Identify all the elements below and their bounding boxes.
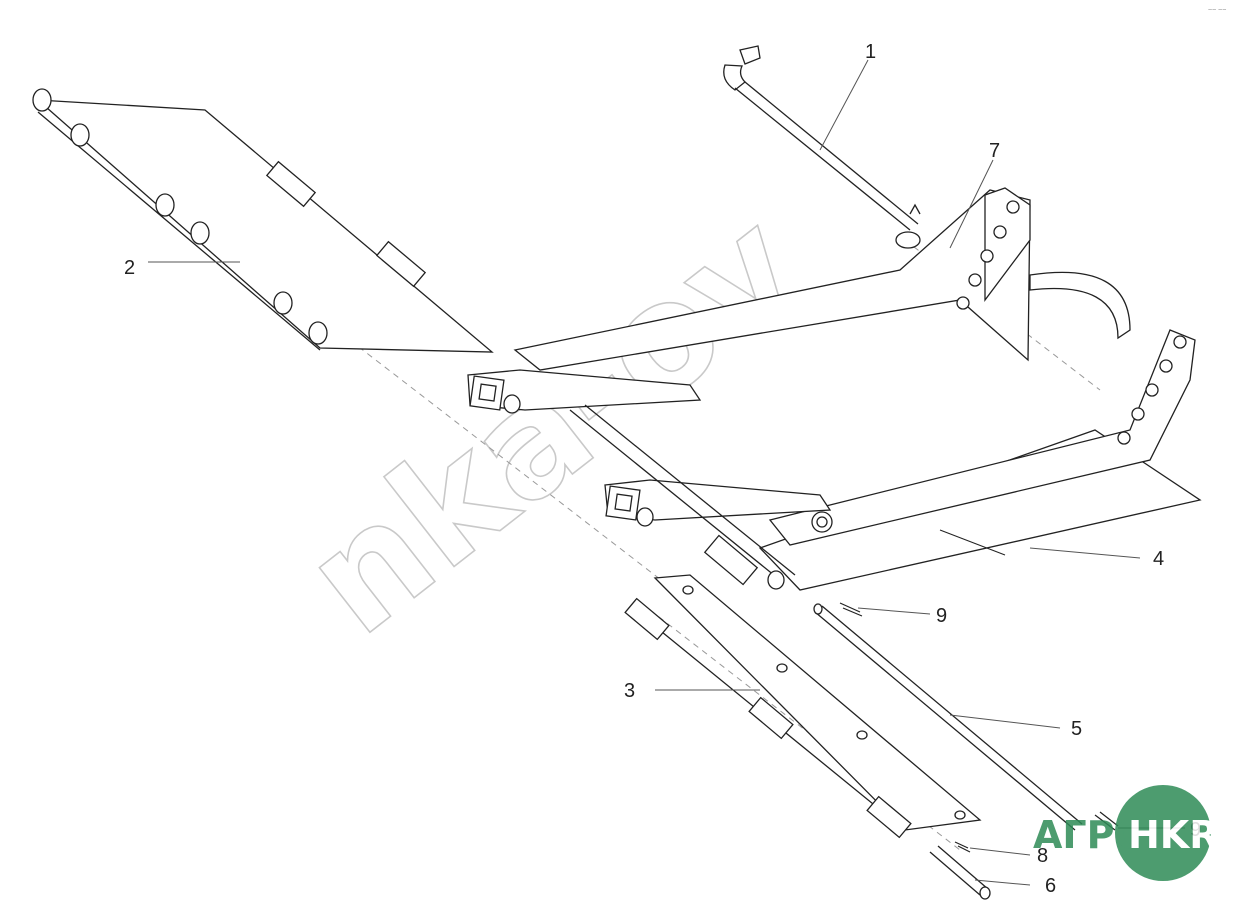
part-2-bushings — [32, 88, 427, 345]
label-part-6: 6 — [1045, 875, 1056, 897]
label-part-7: 7 — [989, 140, 1000, 162]
logo-text-left: АГРО — [1033, 813, 1147, 857]
cotter-pins — [839, 602, 1119, 853]
label-part-3: 3 — [624, 680, 635, 702]
part-8-cotter — [954, 841, 971, 853]
label-part-1: 1 — [865, 41, 876, 63]
leader-lines — [148, 59, 1185, 886]
part-2-guard-plate — [32, 88, 494, 353]
label-part-2: 2 — [124, 257, 135, 279]
corner-mark: ~~ ~~ — [1208, 7, 1226, 14]
label-part-9-upper: 9 — [936, 605, 947, 627]
logo-text-right: HKR — [1128, 813, 1219, 857]
logo-circle — [1115, 785, 1211, 881]
part-9-cotter-upper — [839, 602, 863, 617]
agro-hkr-logo: АГРО HKR — [1033, 785, 1219, 881]
part-6-short-pin — [929, 845, 991, 900]
part-1-pin-rod — [723, 45, 921, 249]
part-3-lower-plate — [624, 574, 982, 839]
label-part-8: 8 — [1037, 845, 1048, 867]
label-part-5: 5 — [1071, 718, 1082, 740]
part-4-main-frame — [467, 187, 1202, 591]
label-part-4: 4 — [1153, 548, 1164, 570]
part-9-cotter-lower — [1094, 811, 1119, 831]
